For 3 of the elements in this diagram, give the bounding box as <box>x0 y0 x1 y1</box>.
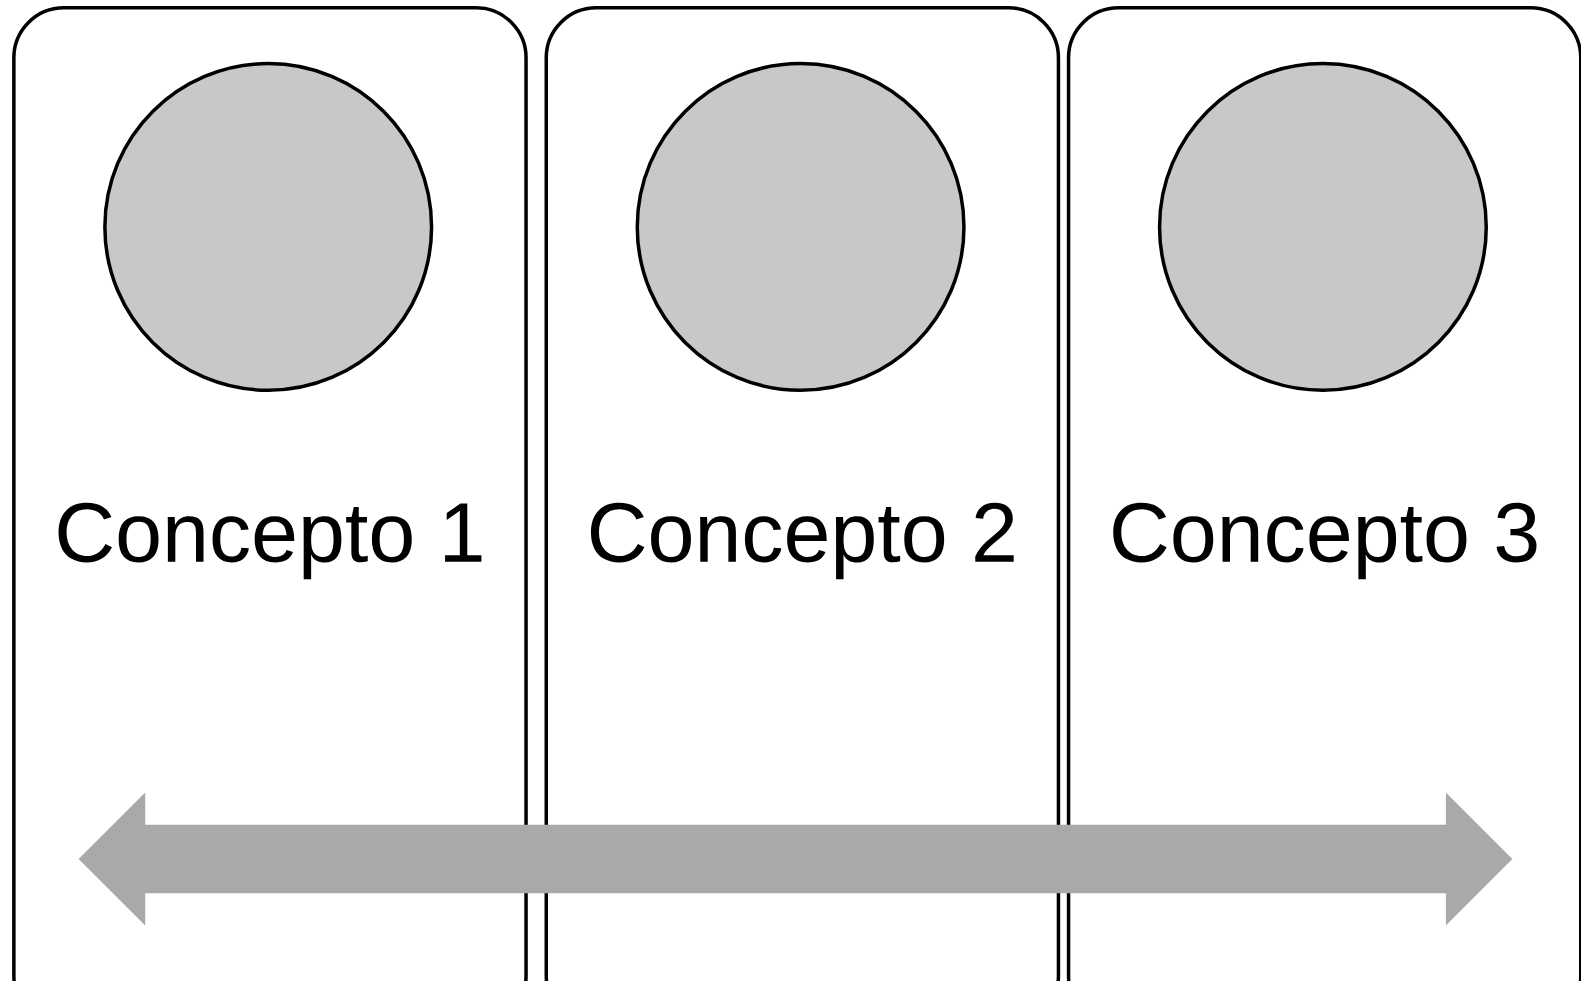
placeholder-circle <box>103 61 434 392</box>
placeholder-circle <box>635 61 966 392</box>
placeholder-circle <box>1157 61 1488 392</box>
